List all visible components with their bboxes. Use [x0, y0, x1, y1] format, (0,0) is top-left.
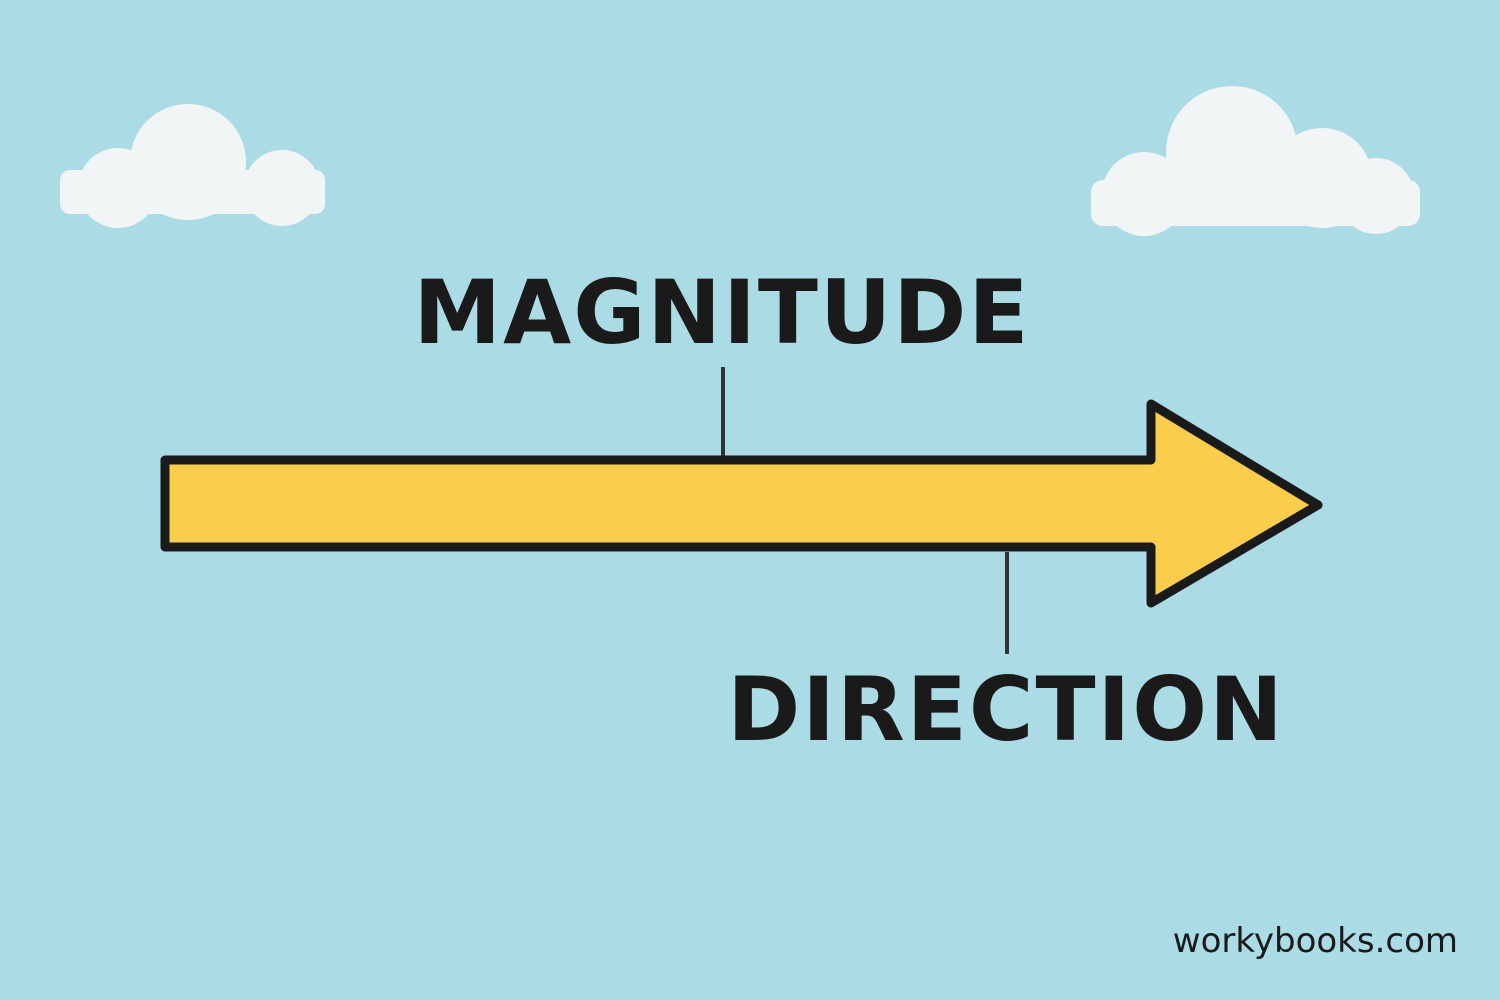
watermark-text: workybooks.com	[1173, 921, 1458, 961]
direction-label: DIRECTION	[727, 658, 1284, 761]
cloud-icon	[60, 104, 325, 228]
magnitude-label: MAGNITUDE	[414, 261, 1031, 364]
vector-arrow-icon	[160, 399, 1323, 608]
cloud-icon	[1091, 86, 1420, 236]
